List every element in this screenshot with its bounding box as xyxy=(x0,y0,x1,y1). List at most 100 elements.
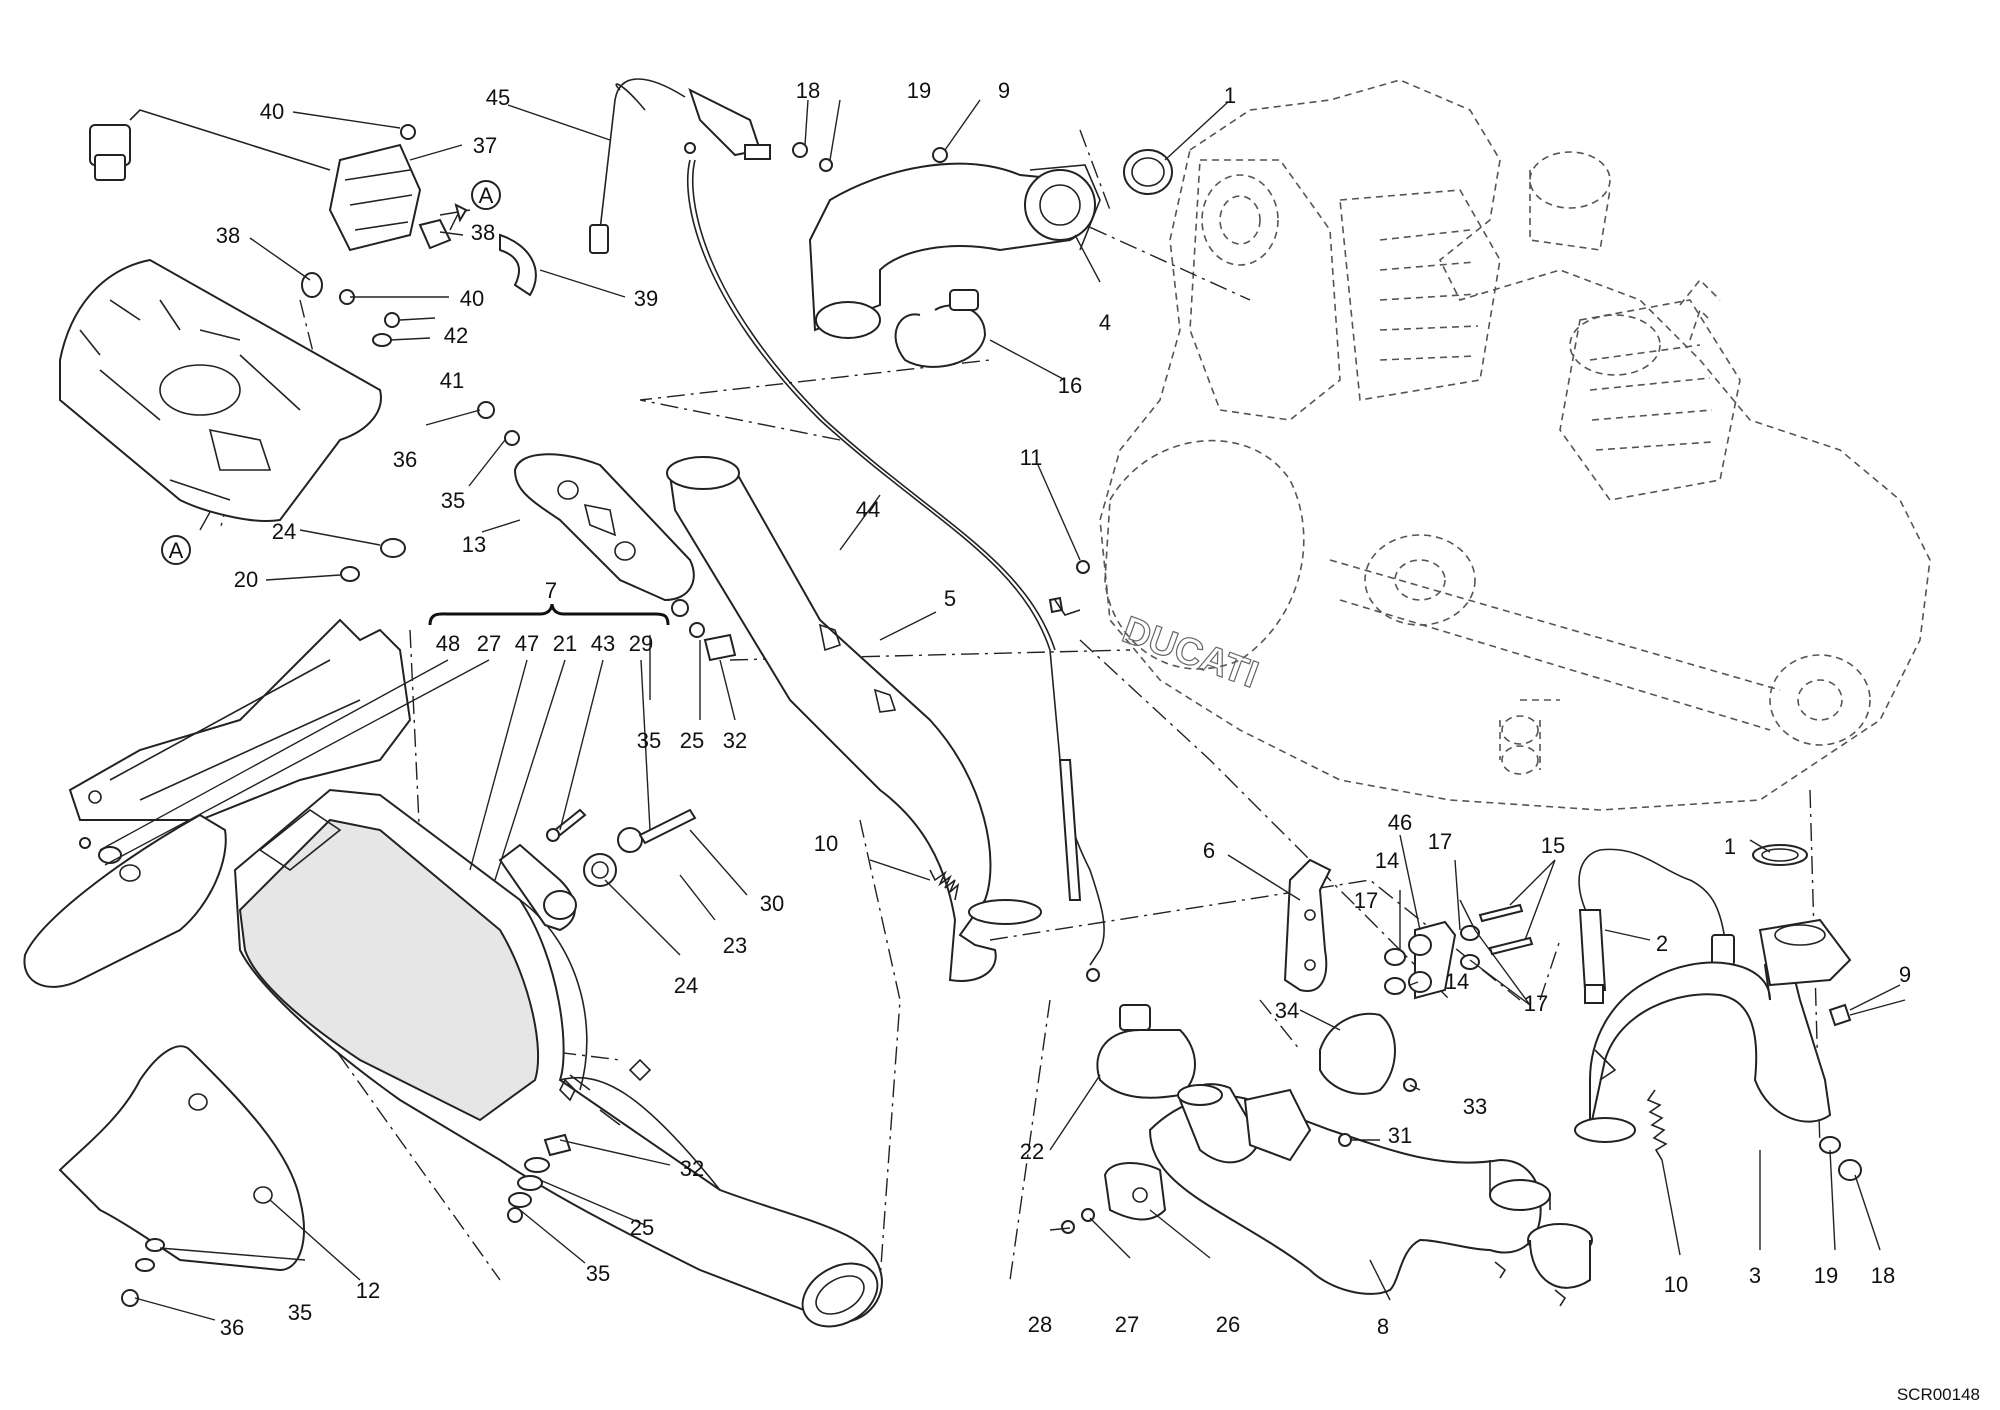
callout-1: 1 xyxy=(1724,834,1736,859)
callout-30: 30 xyxy=(760,891,784,916)
callout-28: 28 xyxy=(1028,1312,1052,1337)
callout-40: 40 xyxy=(260,99,284,124)
callout-4: 4 xyxy=(1099,310,1111,335)
callout-35: 35 xyxy=(586,1261,610,1286)
callout-35: 35 xyxy=(441,488,465,513)
callout-9: 9 xyxy=(998,78,1010,103)
callout-16: 16 xyxy=(1058,373,1082,398)
callout-24: 24 xyxy=(272,519,296,544)
group-item-29: 29 xyxy=(629,631,653,656)
callout-9: 9 xyxy=(1899,962,1911,987)
pipe-clamp-16 xyxy=(894,289,987,368)
lambda-sensor-front xyxy=(1578,848,1735,1004)
callout-26: 26 xyxy=(1216,1312,1240,1337)
callout-19: 19 xyxy=(1814,1263,1838,1288)
muffler-assembly xyxy=(233,788,883,1328)
muffler-hanger xyxy=(498,808,697,932)
shield-fasteners xyxy=(340,401,737,662)
valve-cable xyxy=(684,142,1105,982)
cable-bolt-11 xyxy=(1054,560,1090,616)
muffler-heat-shield-12 xyxy=(58,1045,305,1307)
callout-18: 18 xyxy=(1871,1263,1895,1288)
callout-13: 13 xyxy=(462,532,486,557)
callout-32: 32 xyxy=(723,728,747,753)
exhaust-gasket-front xyxy=(1123,149,1173,195)
callout-33: 33 xyxy=(1463,1094,1487,1119)
leader-lines xyxy=(134,99,1906,1321)
callout-40: 40 xyxy=(460,286,484,311)
front-header-pipe xyxy=(808,162,1101,339)
callout-1: 1 xyxy=(1224,83,1236,108)
callout-14: 14 xyxy=(1445,969,1469,994)
callout-numbers: 40 37 38 38 40 42 41 39 45 18 19 9 1 4 1… xyxy=(216,78,1911,1340)
muffler-fasteners xyxy=(507,1133,572,1223)
callout-37: 37 xyxy=(473,133,497,158)
callout-31: 31 xyxy=(1388,1123,1412,1148)
drawing-code: SCR00148 xyxy=(1897,1385,1980,1404)
callout-44: 44 xyxy=(856,497,880,522)
callout-38: 38 xyxy=(471,220,495,245)
callout-36: 36 xyxy=(393,447,417,472)
assembly-group-7: 7 48 27 47 21 43 29 xyxy=(99,578,670,881)
callout-38: 38 xyxy=(216,223,240,248)
lambda-sensor-rear xyxy=(589,78,771,254)
callout-14: 14 xyxy=(1375,848,1399,873)
group-item-43: 43 xyxy=(591,631,615,656)
callout-5: 5 xyxy=(944,586,956,611)
group-label: 7 xyxy=(545,578,557,603)
rear-header-pipe xyxy=(1574,918,1852,1143)
callout-8: 8 xyxy=(1377,1314,1389,1339)
group-brace xyxy=(428,603,670,626)
section-marker-a-top-label: A xyxy=(479,183,494,208)
callout-36: 36 xyxy=(220,1315,244,1340)
collector-valve-bracket xyxy=(1243,1012,1417,1162)
callout-41: 41 xyxy=(440,368,464,393)
cover-plate-26 xyxy=(1061,1162,1167,1234)
pipe-clamp-22 xyxy=(1096,1004,1262,1164)
callout-25: 25 xyxy=(680,728,704,753)
callout-11: 11 xyxy=(1020,445,1043,470)
callout-27: 27 xyxy=(1115,1312,1139,1337)
callout-2: 2 xyxy=(1656,931,1668,956)
exhaust-valve-actuator xyxy=(89,109,422,252)
callout-6: 6 xyxy=(1203,838,1215,863)
rear-header-nuts xyxy=(792,142,1862,1181)
callout-17: 17 xyxy=(1428,829,1452,854)
callout-35: 35 xyxy=(288,1300,312,1325)
callout-19: 19 xyxy=(907,78,931,103)
rear-heat-shield-small xyxy=(23,813,227,988)
callout-32: 32 xyxy=(680,1156,704,1181)
callout-10: 10 xyxy=(1664,1272,1688,1297)
callout-24: 24 xyxy=(674,973,698,998)
rear-subframe-bracket xyxy=(68,618,412,821)
callout-25: 25 xyxy=(630,1215,654,1240)
callout-23: 23 xyxy=(723,933,747,958)
actuator-mounts xyxy=(301,124,537,347)
group-item-47: 47 xyxy=(515,631,539,656)
heat-shield-bracket xyxy=(59,258,382,522)
section-marker-a-top: A xyxy=(449,180,501,231)
callout-17: 17 xyxy=(1354,888,1378,913)
engine-brand-text: DUCATI xyxy=(1117,609,1264,697)
callout-45: 45 xyxy=(486,85,510,110)
callout-35: 35 xyxy=(637,728,661,753)
callout-42: 42 xyxy=(444,323,468,348)
group-item-48: 48 xyxy=(436,631,460,656)
exhaust-bracket-6 xyxy=(1283,858,1534,1000)
callout-10: 10 xyxy=(814,831,838,856)
callout-18: 18 xyxy=(796,78,820,103)
callout-3: 3 xyxy=(1749,1263,1761,1288)
callout-34: 34 xyxy=(1275,998,1299,1023)
middle-pipe xyxy=(666,456,1042,982)
callout-17: 17 xyxy=(1524,991,1548,1016)
spring-10-upper xyxy=(929,869,960,901)
group-item-27: 27 xyxy=(477,631,501,656)
callout-20: 20 xyxy=(234,567,258,592)
callout-12: 12 xyxy=(356,1278,380,1303)
section-marker-a-bottom-label: A xyxy=(169,538,184,563)
exhaust-gasket-rear xyxy=(1752,844,1808,866)
callout-22: 22 xyxy=(1020,1139,1044,1164)
callout-46: 46 xyxy=(1388,810,1412,835)
callout-15: 15 xyxy=(1541,833,1565,858)
